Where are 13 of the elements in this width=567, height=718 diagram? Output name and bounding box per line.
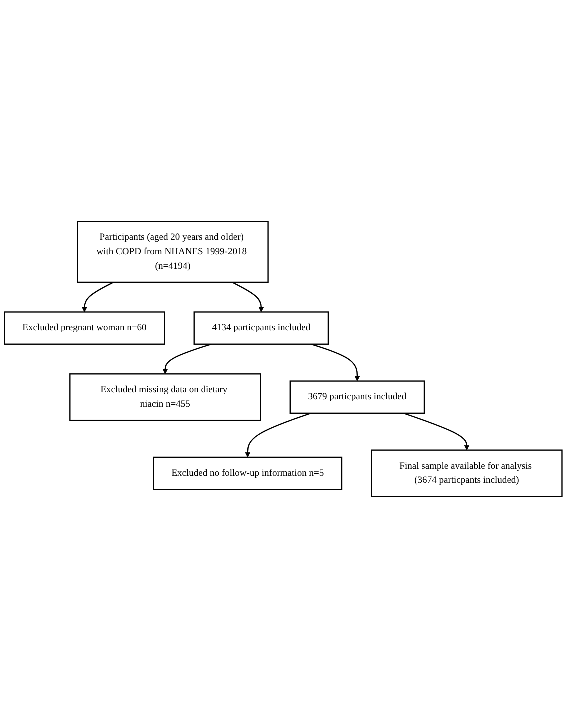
- node-box: Participants (aged 20 years and older) with COPD from NHANES 1999-2018 (n=4194): [77, 220, 269, 283]
- arrow: [403, 412, 470, 450]
- arrow: [245, 412, 312, 458]
- node-box: Excluded no follow-up information n=5: [153, 456, 343, 490]
- arrow: [232, 282, 264, 312]
- node-box: 4134 particpants included: [194, 311, 330, 345]
- node-box: Excluded pregnant woman n=60: [4, 311, 166, 345]
- node-box: 3679 particpants included: [290, 380, 426, 414]
- node-box: Final sample available for analysis (3674 particpants included): [371, 449, 563, 498]
- arrow: [82, 282, 114, 312]
- arrow: [311, 344, 360, 382]
- node-box: Excluded missing data on dietary niacin n=455: [70, 373, 262, 421]
- arrow: [162, 344, 212, 374]
